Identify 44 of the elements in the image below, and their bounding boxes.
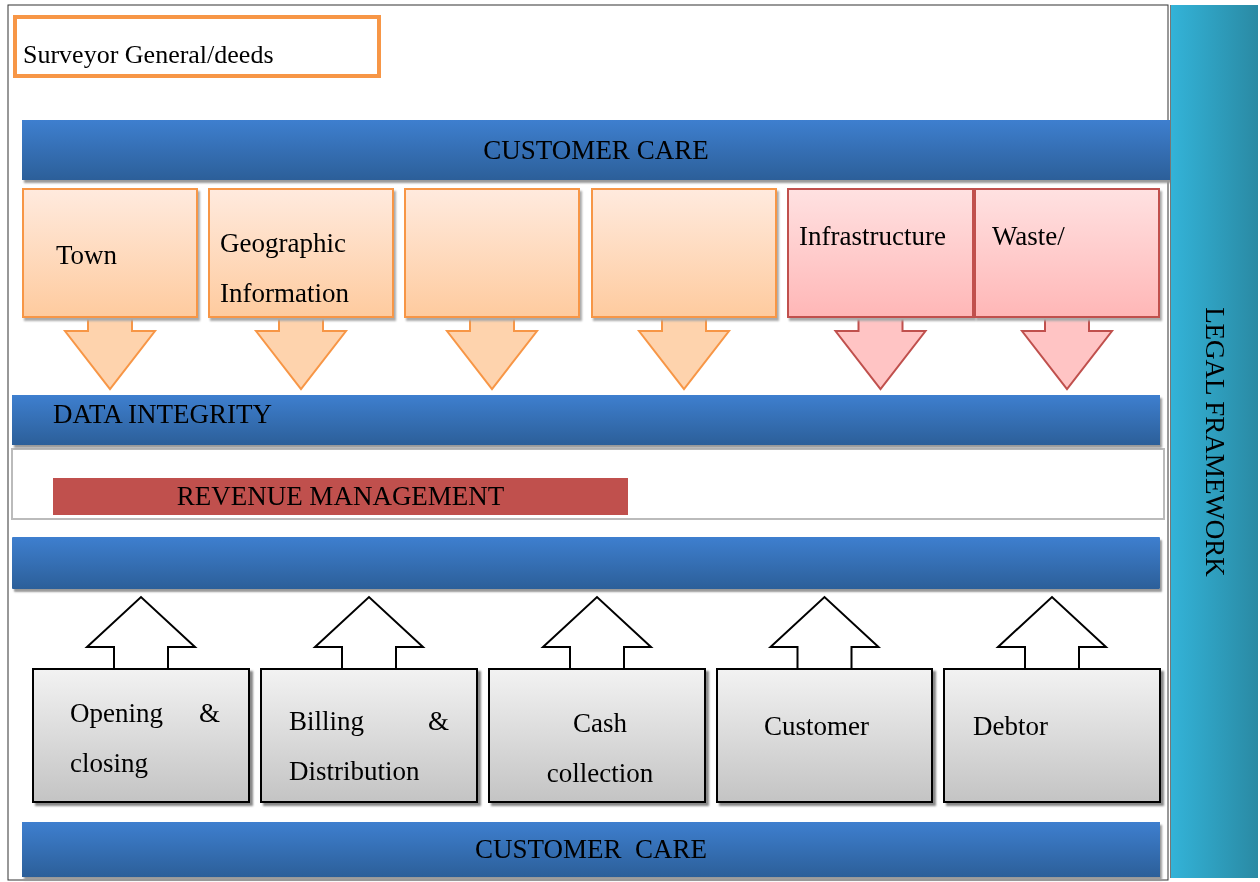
label: Waste/ <box>992 220 1065 253</box>
label: CUSTOMER CARE <box>482 134 710 167</box>
label: DATA INTEGRITY <box>53 398 273 431</box>
callout-box <box>943 668 1161 803</box>
side-band <box>1170 5 1258 878</box>
callout-box <box>716 668 933 803</box>
band <box>12 537 1160 589</box>
callout-box <box>32 668 250 803</box>
callout-box <box>488 668 706 803</box>
callout-box <box>260 668 478 803</box>
label: Infrastructure <box>799 220 946 253</box>
label: Surveyor General/deeds <box>23 39 274 71</box>
block-arrow <box>833 317 928 391</box>
callout-box <box>404 188 580 318</box>
band <box>22 822 1160 877</box>
callout-box <box>787 188 974 318</box>
block-arrow <box>62 317 158 391</box>
block-arrow <box>995 595 1109 669</box>
label: Debtor <box>973 710 1048 743</box>
callout-box <box>22 188 198 318</box>
callout-box <box>974 188 1160 318</box>
band <box>22 120 1170 180</box>
label: CUSTOMER CARE <box>473 833 708 866</box>
label: Geographic Information <box>220 227 350 310</box>
heading-bar <box>53 478 628 515</box>
label: Opening & closing <box>70 697 220 780</box>
callout-box <box>208 188 394 318</box>
label: Town <box>56 239 119 272</box>
label: LEGAL FRAMEWORK <box>1198 306 1231 577</box>
label: Cash collection <box>545 707 655 790</box>
band <box>12 395 1160 445</box>
label: Customer <box>764 710 869 743</box>
block-arrow <box>444 317 540 391</box>
block-arrow <box>84 595 198 669</box>
title-box <box>13 15 381 78</box>
label: REVENUE MANAGEMENT <box>175 480 506 513</box>
block-arrow <box>540 595 654 669</box>
block-arrow <box>253 317 349 391</box>
callout-box <box>591 188 777 318</box>
block-arrow <box>1019 317 1115 391</box>
label: Billing & Distribution <box>289 705 449 788</box>
block-arrow <box>312 595 426 669</box>
block-arrow <box>767 595 882 669</box>
block-arrow <box>636 317 732 391</box>
